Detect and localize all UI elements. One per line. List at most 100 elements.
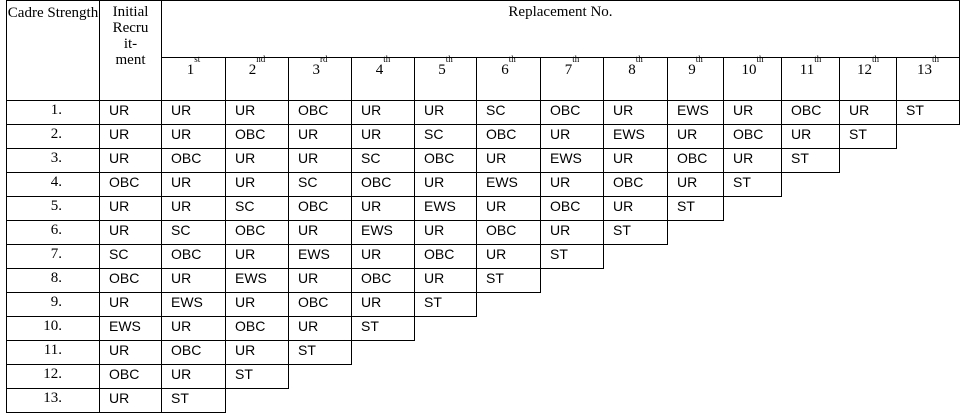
replacement-cell: SC [414,124,477,149]
initial-recruitment-header: Initial Recru it- ment [99,0,162,101]
replacement-cell: OBC [288,100,352,125]
empty-cell [840,149,897,173]
replacement-cell: UR [540,172,604,197]
initial-recruitment-line: Recru [112,20,149,36]
replacement-cell: EWS [225,268,289,293]
ordinal-number: 3 [312,62,321,78]
empty-cell [897,245,960,269]
replacement-cell: UR [225,292,289,317]
replacement-cell: ST [476,268,541,293]
replacement-cell: SC [161,220,226,245]
empty-cell [782,221,840,245]
empty-cell [840,365,897,389]
empty-cell [724,293,782,317]
empty-cell [840,293,897,317]
empty-cell [897,389,960,413]
replacement-cell: SC [225,196,289,221]
replacement-ordinal-header: 4th [351,55,415,101]
replacement-cell: EWS [288,244,352,269]
replacement-cell: UR [161,316,226,341]
ordinal-suffix: th [508,54,516,64]
replacement-cell: EWS [667,100,724,125]
replacement-cell: SC [351,148,415,173]
initial-recruitment-line: ment [115,52,146,68]
replacement-ordinal-header: 1st [161,55,226,101]
replacement-cell: SC [288,172,352,197]
replacement-cell: OBC [603,172,668,197]
empty-cell [897,317,960,341]
empty-cell [840,197,897,221]
empty-cell [604,269,668,293]
replacement-cell: UR [225,100,289,125]
initial-recruitment-cell: OBC [99,172,162,197]
replacement-cell: UR [723,100,782,125]
empty-cell [415,389,477,413]
cadre-strength-cell: 3. [6,148,100,173]
empty-cell [668,365,724,389]
empty-cell [477,341,541,365]
ordinal-number: 6 [501,62,509,78]
empty-cell [897,149,960,173]
empty-cell [840,341,897,365]
empty-cell [668,245,724,269]
empty-cell [897,125,960,149]
empty-cell [724,197,782,221]
replacement-cell: OBC [351,268,415,293]
empty-cell [840,221,897,245]
empty-cell [541,269,604,293]
cadre-strength-cell: 10. [6,316,100,341]
cadre-strength-cell: 12. [6,364,100,389]
replacement-cell: OBC [540,196,604,221]
cadre-strength-cell: 4. [6,172,100,197]
empty-cell [541,341,604,365]
empty-cell [782,317,840,341]
empty-cell [782,341,840,365]
initial-recruitment-cell: UR [99,148,162,173]
initial-recruitment-line: Initial [112,4,149,20]
empty-cell [782,389,840,413]
initial-recruitment-cell: UR [99,196,162,221]
ordinal-number: 7 [564,62,573,78]
replacement-cell: UR [476,244,541,269]
replacement-cell: UR [288,268,352,293]
replacement-cell: ST [225,364,289,389]
empty-cell [724,365,782,389]
replacement-cell: ST [603,220,668,245]
initial-recruitment-line: it- [123,36,138,52]
initial-recruitment-cell: EWS [99,316,162,341]
replacement-cell: UR [414,268,477,293]
replacement-cell: OBC [414,148,477,173]
replacement-ordinal-header: 3rd [288,55,352,101]
empty-cell [782,197,840,221]
empty-cell [840,317,897,341]
replacement-cell: UR [161,124,226,149]
empty-cell [840,173,897,197]
ordinal-number: 5 [438,62,446,78]
empty-cell [477,389,541,413]
replacement-cell: UR [351,100,415,125]
replacement-cell: UR [603,100,668,125]
empty-cell [668,389,724,413]
empty-cell [724,221,782,245]
replacement-cell: OBC [476,220,541,245]
cadre-strength-cell: 6. [6,220,100,245]
replacement-ordinal-header: 9th [667,55,724,101]
empty-cell [668,293,724,317]
replacement-cell: UR [414,220,477,245]
replacement-cell: ST [781,148,840,173]
empty-cell [897,269,960,293]
replacement-cell: UR [225,148,289,173]
empty-cell [604,341,668,365]
ordinal-suffix: th [572,54,580,64]
replacement-ordinal-header: 13th [896,55,960,101]
replacement-cell: EWS [540,148,604,173]
initial-recruitment-cell: UR [99,100,162,125]
replacement-cell: UR [225,340,289,365]
replacement-cell: OBC [540,100,604,125]
replacement-cell: UR [667,172,724,197]
